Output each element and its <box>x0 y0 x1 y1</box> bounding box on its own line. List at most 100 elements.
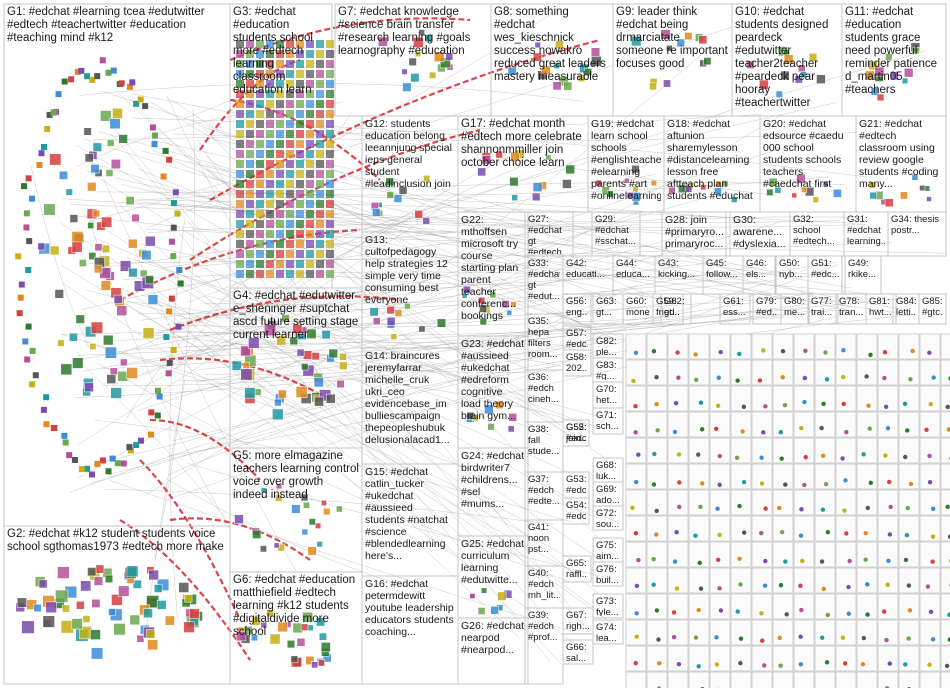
graph-node <box>927 663 931 667</box>
graph-node <box>133 442 139 448</box>
minor-group-cell <box>773 568 793 593</box>
graph-node <box>87 567 96 576</box>
graph-node <box>696 608 700 612</box>
graph-node <box>111 68 117 74</box>
graph-node <box>799 426 803 430</box>
graph-node <box>946 405 950 409</box>
minor-group-cell <box>647 438 667 463</box>
graph-node <box>316 100 324 108</box>
graph-node <box>843 661 847 665</box>
graph-node <box>301 494 308 501</box>
graph-edge <box>188 463 618 580</box>
graph-node <box>93 210 100 217</box>
minor-group-cell <box>668 412 688 437</box>
minor-group-cell <box>752 542 772 567</box>
graph-node <box>306 60 314 68</box>
graph-node <box>155 388 161 394</box>
minor-group-cell <box>815 672 835 688</box>
graph-node <box>627 192 634 199</box>
group-panel-g26 <box>458 618 528 684</box>
graph-node <box>673 559 677 563</box>
graph-node <box>634 531 638 535</box>
minor-group-cell <box>626 438 646 463</box>
graph-node <box>672 610 676 614</box>
graph-node <box>120 359 127 366</box>
graph-node <box>145 275 153 283</box>
graph-node <box>62 605 69 612</box>
minor-group-cell <box>794 594 814 619</box>
graph-node <box>311 662 317 668</box>
graph-node <box>256 240 264 248</box>
graph-node <box>286 150 294 158</box>
graph-node <box>301 624 308 631</box>
graph-node <box>296 120 304 128</box>
graph-node <box>554 63 560 69</box>
graph-node <box>633 430 637 434</box>
graph-node <box>715 662 719 666</box>
graph-node <box>69 333 77 341</box>
group-panel-g66 <box>563 640 593 664</box>
graph-node <box>904 558 908 562</box>
graph-node <box>696 664 700 668</box>
graph-node <box>306 270 314 278</box>
graph-node <box>470 593 475 598</box>
graph-node <box>282 314 290 322</box>
graph-node <box>496 151 503 158</box>
graph-node <box>425 34 433 42</box>
graph-node <box>630 506 634 510</box>
graph-node <box>29 381 35 387</box>
graph-node <box>322 330 330 338</box>
graph-node <box>462 293 467 298</box>
graph-node <box>316 130 324 138</box>
graph-node <box>266 60 274 68</box>
graph-node <box>256 190 264 198</box>
graph-node <box>236 80 244 88</box>
graph-node <box>316 120 324 128</box>
graph-node <box>157 600 166 609</box>
graph-node <box>822 587 826 591</box>
graph-node <box>736 609 740 613</box>
graph-node <box>90 630 100 640</box>
graph-node <box>654 375 658 379</box>
minor-group-cell <box>710 490 730 515</box>
graph-node <box>481 588 487 594</box>
graph-node <box>246 270 254 278</box>
minor-group-cell <box>752 334 772 359</box>
graph-node <box>767 189 774 196</box>
graph-node <box>316 240 324 248</box>
graph-node <box>276 140 284 148</box>
minor-group-cell <box>710 386 730 411</box>
graph-node <box>760 639 764 643</box>
graph-node <box>739 636 743 640</box>
graph-node <box>276 80 284 88</box>
graph-node <box>319 633 326 640</box>
graph-node <box>928 402 932 406</box>
graph-node <box>337 380 345 388</box>
graph-node <box>931 375 935 379</box>
graph-node <box>326 50 334 58</box>
graph-node <box>256 40 264 48</box>
graph-node <box>316 70 324 78</box>
graph-node <box>865 582 869 586</box>
graph-node <box>306 220 314 228</box>
graph-node <box>286 40 294 48</box>
minor-group-cell <box>836 360 856 385</box>
graph-node <box>693 352 697 356</box>
graph-edge <box>148 13 553 228</box>
graph-node <box>26 175 32 181</box>
group-panel-g34 <box>888 212 946 256</box>
graph-node <box>270 634 280 644</box>
minor-group-cell <box>920 464 940 489</box>
graph-node <box>926 197 931 202</box>
graph-node <box>266 110 274 118</box>
graph-node <box>685 185 692 192</box>
graph-node <box>912 174 918 180</box>
minor-group-cell <box>794 386 814 411</box>
graph-node <box>507 310 512 315</box>
graph-node <box>816 75 825 84</box>
graph-node <box>821 507 825 511</box>
graph-node <box>236 210 244 218</box>
minor-group-cell <box>899 438 919 463</box>
graph-node <box>633 186 639 192</box>
minor-group-cell <box>773 672 793 688</box>
